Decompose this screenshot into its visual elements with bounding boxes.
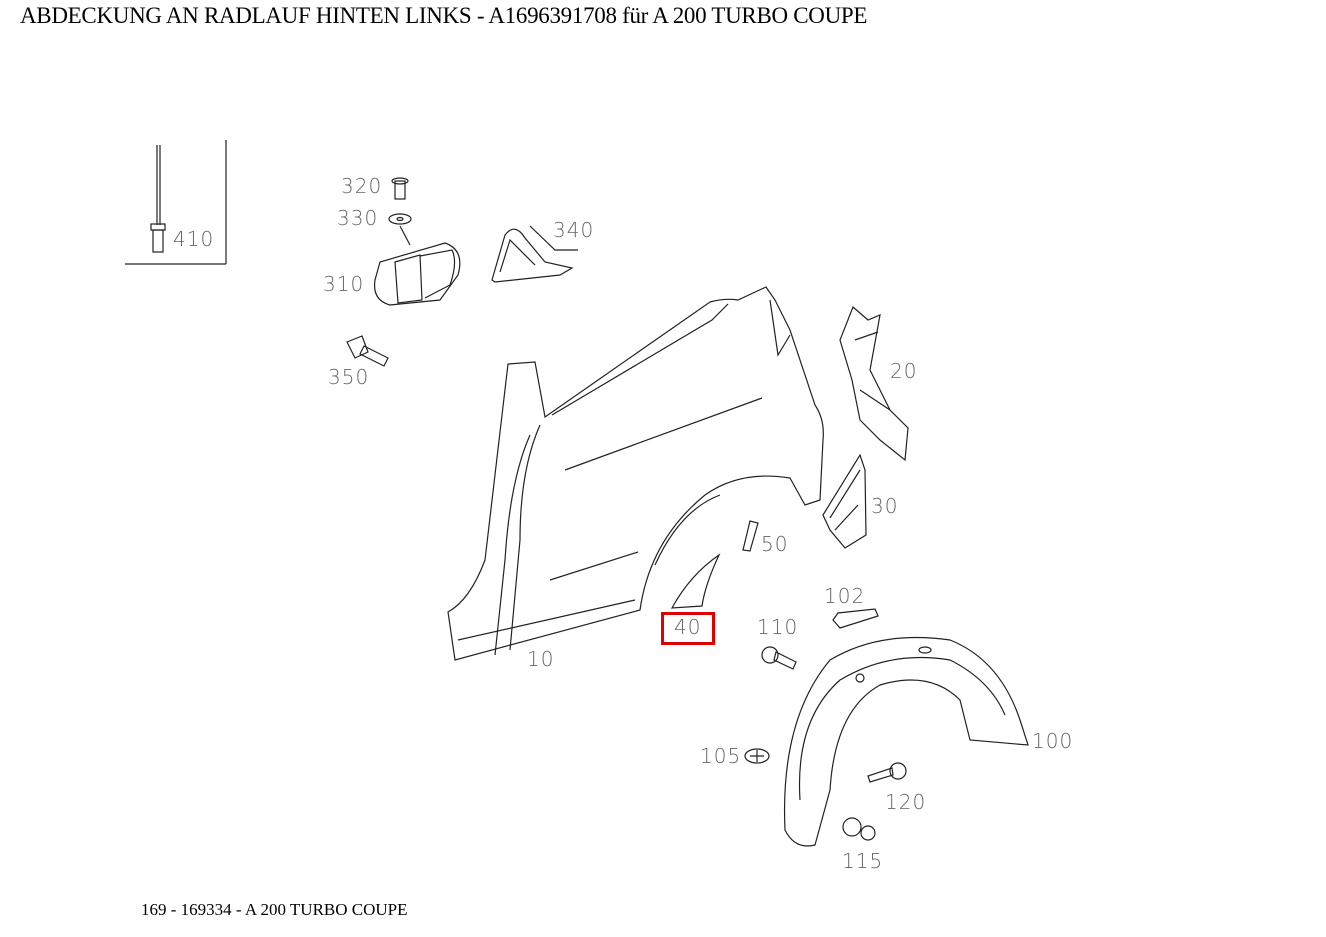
- callout-100[interactable]: 100: [1032, 729, 1074, 753]
- callout-115[interactable]: 115: [842, 849, 884, 873]
- callout-40[interactable]: 40: [674, 615, 702, 639]
- callout-10[interactable]: 10: [527, 647, 555, 671]
- callout-340[interactable]: 340: [553, 218, 595, 242]
- callout-120[interactable]: 120: [885, 790, 927, 814]
- part-330-washer: [388, 213, 412, 246]
- part-340-clip: [491, 225, 578, 283]
- callout-30[interactable]: 30: [871, 494, 899, 518]
- footer-model-info: 169 - 169334 - A 200 TURBO COUPE: [141, 900, 408, 919]
- callout-320[interactable]: 320: [341, 174, 383, 198]
- page-title: ABDECKUNG AN RADLAUF HINTEN LINKS - A169…: [20, 3, 868, 28]
- callout-310[interactable]: 310: [323, 272, 365, 296]
- part-110-screw: [761, 646, 797, 670]
- part-115-nut: [842, 817, 876, 841]
- part-320-plug: [391, 177, 409, 200]
- callout-330[interactable]: 330: [337, 206, 379, 230]
- callout-410[interactable]: 410: [173, 227, 215, 251]
- callout-20[interactable]: 20: [890, 359, 918, 383]
- part-105-clip: [744, 748, 770, 764]
- part-100-wheel-liner: [783, 636, 1029, 847]
- callout-350[interactable]: 350: [328, 365, 370, 389]
- part-50-strip: [742, 520, 759, 552]
- part-410-bolt: [150, 145, 166, 253]
- part-120-screw: [867, 762, 907, 783]
- callout-105[interactable]: 105: [700, 744, 742, 768]
- callout-50[interactable]: 50: [761, 532, 789, 556]
- inset-box: [125, 140, 227, 265]
- part-20-bracket: [839, 305, 909, 462]
- part-40-wheel-arch-cover: [670, 553, 721, 609]
- callout-102[interactable]: 102: [824, 584, 866, 608]
- part-30-bracket: [822, 453, 867, 549]
- selected-part-highlight: [661, 612, 715, 645]
- part-350-bolt: [346, 335, 389, 367]
- part-102-pad: [832, 608, 879, 629]
- part-310-housing: [373, 242, 461, 306]
- callout-110[interactable]: 110: [757, 615, 799, 639]
- part-10-side-panel: [447, 286, 824, 661]
